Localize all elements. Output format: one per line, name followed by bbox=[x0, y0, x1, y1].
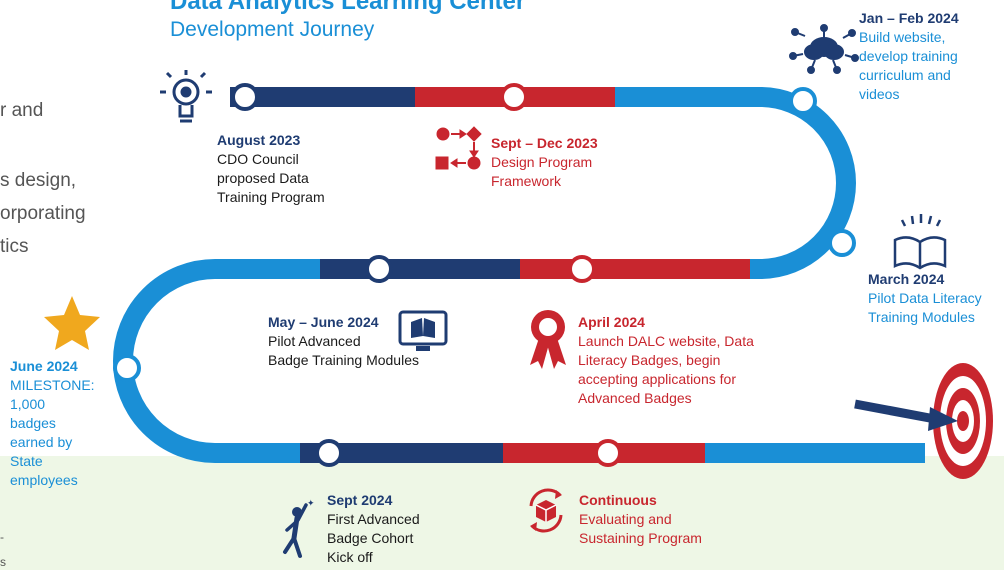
milestone-june-2024: June 2024 MILESTONE: 1,000 badges earned… bbox=[10, 357, 95, 490]
milestone-dot bbox=[231, 83, 259, 111]
milestone-continuous: Continuous Evaluating and Sustaining Pro… bbox=[579, 491, 702, 548]
milestone-text: videos bbox=[859, 86, 900, 102]
milestone-text: Training Modules bbox=[868, 309, 975, 325]
milestone-text: Advanced Badges bbox=[578, 390, 692, 406]
milestone-text: Training Program bbox=[217, 189, 325, 205]
milestone-text: Literacy Badges, begin bbox=[578, 352, 721, 368]
milestone-text: Sustaining Program bbox=[579, 530, 702, 546]
left-text-fragment: - bbox=[0, 530, 4, 544]
milestone-jan-feb-2024: Jan – Feb 2024 Build website, develop tr… bbox=[859, 9, 959, 104]
milestone-dot bbox=[315, 439, 343, 467]
milestone-text: 1,000 bbox=[10, 396, 46, 412]
page-subtitle: Development Journey bbox=[170, 18, 375, 41]
milestone-date: Jan – Feb 2024 bbox=[859, 10, 959, 26]
computer-book-icon bbox=[398, 310, 448, 351]
milestone-text: employees bbox=[10, 472, 78, 488]
milestone-text: Badge Training Modules bbox=[268, 352, 419, 368]
milestone-may-june-2024: May – June 2024 Pilot Advanced Badge Tra… bbox=[268, 313, 419, 370]
milestone-date: Continuous bbox=[579, 492, 657, 508]
background-band bbox=[0, 456, 1004, 570]
milestone-text: Pilot Data Literacy bbox=[868, 290, 982, 306]
milestone-text: Design Program bbox=[491, 154, 593, 170]
milestone-text: Launch DALC website, Data bbox=[578, 333, 754, 349]
milestone-dot bbox=[828, 229, 856, 257]
left-text-fragment: orporating bbox=[0, 203, 86, 224]
milestone-april-2024: April 2024 Launch DALC website, Data Lit… bbox=[578, 313, 754, 408]
page-title: Data Analytics Learning Center bbox=[170, 0, 526, 15]
milestone-date: Sept – Dec 2023 bbox=[491, 135, 598, 151]
left-text-fragment: tics bbox=[0, 236, 29, 257]
milestone-text: Evaluating and bbox=[579, 511, 672, 527]
milestone-dot bbox=[594, 439, 622, 467]
left-text-fragment: s bbox=[0, 555, 6, 569]
milestone-sept-dec-2023: Sept – Dec 2023 Design Program Framework bbox=[491, 134, 598, 191]
left-text-fragment: s design, bbox=[0, 170, 77, 191]
milestone-dot bbox=[568, 255, 596, 283]
milestone-sept-2024: Sept 2024 First Advanced Badge Cohort Ki… bbox=[327, 491, 420, 567]
left-text-fragment: r and bbox=[0, 100, 44, 121]
milestone-text: develop training bbox=[859, 48, 958, 64]
milestone-date: April 2024 bbox=[578, 314, 645, 330]
milestone-text: MILESTONE: bbox=[10, 377, 95, 393]
milestone-dot bbox=[500, 83, 528, 111]
milestone-date: Sept 2024 bbox=[327, 492, 393, 508]
milestone-text: curriculum and bbox=[859, 67, 951, 83]
svg-text:✦: ✦ bbox=[307, 499, 315, 509]
milestone-text: First Advanced bbox=[327, 511, 420, 527]
milestone-text: State bbox=[10, 453, 43, 469]
open-book-icon bbox=[893, 214, 947, 270]
person-reaching-star-icon: ✦ bbox=[283, 499, 315, 558]
milestone-date: May – June 2024 bbox=[268, 314, 379, 330]
star-icon bbox=[44, 296, 100, 350]
milestone-date: August 2023 bbox=[217, 132, 301, 148]
path-segment-blue bbox=[615, 87, 856, 279]
milestone-march-2024: March 2024 Pilot Data Literacy Training … bbox=[868, 270, 982, 327]
milestone-august-2023: August 2023 CDO Council proposed Data Tr… bbox=[217, 131, 325, 207]
milestone-text: badges bbox=[10, 415, 56, 431]
milestone-text: accepting applications for bbox=[578, 371, 736, 387]
milestone-dot bbox=[789, 87, 817, 115]
award-ribbon-icon bbox=[530, 310, 566, 369]
milestone-text: CDO Council bbox=[217, 151, 299, 167]
milestone-text: earned by bbox=[10, 434, 73, 450]
milestone-text: Pilot Advanced bbox=[268, 333, 361, 349]
milestone-dot bbox=[365, 255, 393, 283]
lightbulb-icon bbox=[160, 70, 212, 123]
cloud-network-icon bbox=[789, 24, 859, 74]
cycle-box-icon bbox=[529, 488, 563, 533]
milestone-text: proposed Data bbox=[217, 170, 309, 186]
flow-process-icon bbox=[435, 126, 482, 170]
target-arrow-icon bbox=[854, 363, 993, 479]
milestone-date: June 2024 bbox=[10, 358, 78, 374]
milestone-text: Kick off bbox=[327, 549, 373, 565]
milestone-date: March 2024 bbox=[868, 271, 945, 287]
milestone-dot bbox=[113, 354, 141, 382]
milestone-text: Framework bbox=[491, 173, 562, 189]
milestone-text: Badge Cohort bbox=[327, 530, 414, 546]
milestone-text: Build website, bbox=[859, 29, 946, 45]
